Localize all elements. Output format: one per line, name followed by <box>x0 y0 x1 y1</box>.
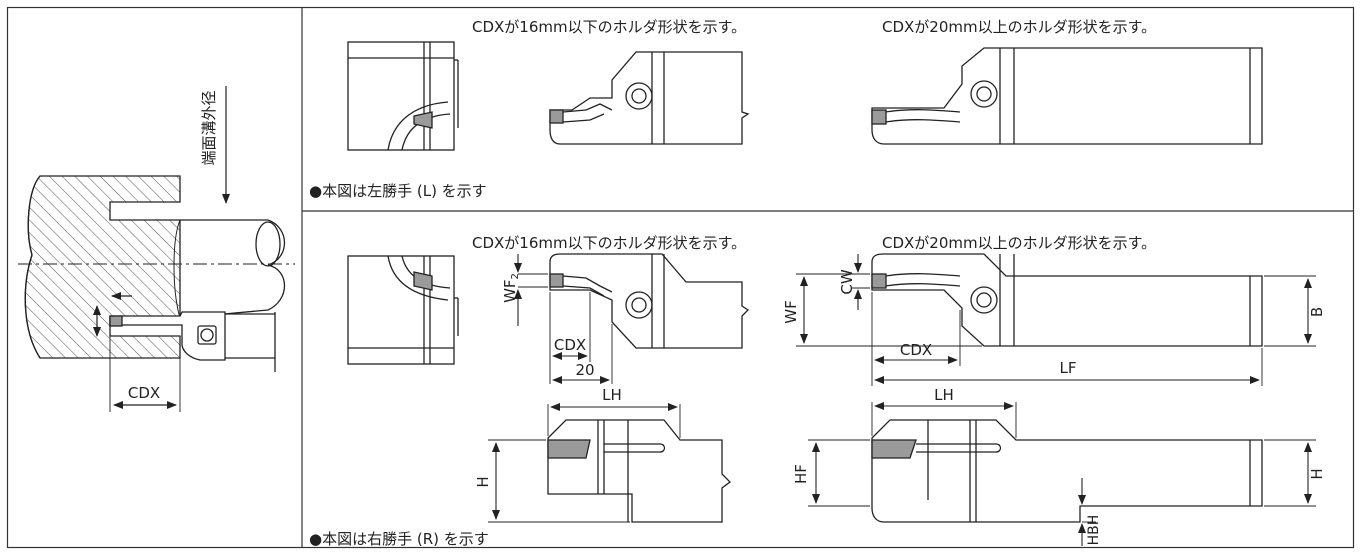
end-face-groove-od-label: 端面溝外径 <box>200 90 218 165</box>
bottom-large-holder-side-view <box>796 253 1316 386</box>
dim-lh-large: LH <box>934 386 954 404</box>
dim-cw: CW <box>838 269 856 294</box>
bottom-large-holder-top-view <box>808 402 1316 546</box>
dim-lh-small: LH <box>602 386 622 404</box>
dim-h-small: H <box>474 476 492 487</box>
bottom-note-right-hand: ●本図は右勝手 (R) を示す <box>309 530 489 548</box>
bottom-small-holder-side-view <box>514 253 750 384</box>
dim-wf: WF <box>782 300 800 323</box>
top-front-view-icon <box>347 41 459 151</box>
dim-lf: LF <box>1060 359 1077 377</box>
bottom-caption-large: CDXが20mm以上のホルダ形状を示す。 <box>882 234 1156 252</box>
top-large-holder-side-view <box>871 47 1263 145</box>
dim-cdx-small: CDX <box>554 336 586 354</box>
frame <box>6 6 1355 549</box>
dim-hbh: HBH <box>1086 515 1102 546</box>
bottom-small-holder-top-view <box>488 403 731 523</box>
workpiece-section-view <box>18 86 295 412</box>
left-cdx-label: CDX <box>128 384 160 402</box>
dim-wf2: WF2 <box>501 273 521 303</box>
dim-h-large: H <box>1308 468 1326 479</box>
bottom-caption-small: CDXが16mm以下のホルダ形状を示す。 <box>472 234 746 252</box>
top-caption-small: CDXが16mm以下のホルダ形状を示す。 <box>472 18 746 36</box>
dim-20: 20 <box>575 361 594 379</box>
dim-hf: HF <box>792 464 810 484</box>
top-caption-large: CDXが20mm以上のホルダ形状を示す。 <box>882 18 1156 36</box>
top-small-holder-side-view <box>549 51 750 145</box>
dim-cdx-large: CDX <box>900 341 932 359</box>
bottom-front-view-icon <box>347 255 459 365</box>
top-note-left-hand: ●本図は左勝手 (L) を示す <box>309 182 487 200</box>
dim-b: B <box>1308 307 1326 317</box>
